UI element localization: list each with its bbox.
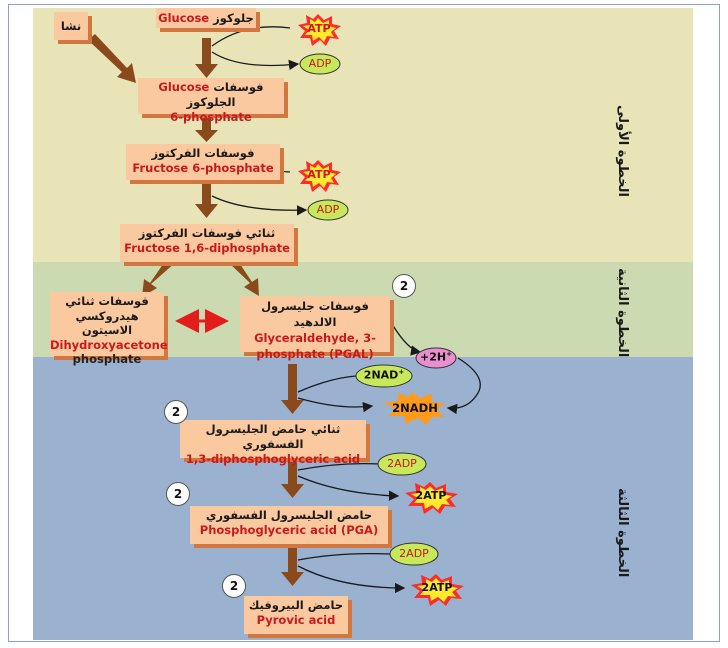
- adp-oval-3: [377, 452, 427, 476]
- arrow-pgal-dpga: [281, 364, 304, 414]
- dhap-ar1: فوسفات ثنائي: [65, 294, 149, 308]
- nad-oval: [355, 364, 413, 388]
- f16dp-ar: ثنائي فوسفات الفركتوز: [138, 226, 276, 240]
- f16dp-en: Fructose 1,6-diphosphate: [124, 241, 290, 255]
- pga-count-badge: 2: [166, 482, 190, 506]
- arrow-dpga-pga: [281, 462, 304, 498]
- g6p-en1: Glucose: [158, 80, 210, 94]
- atp-label-4: 2ATP: [421, 581, 453, 594]
- nadh-burst: [384, 392, 446, 425]
- dpga-count-badge: 2: [164, 400, 188, 424]
- arrow-pga-pyruvic: [281, 548, 304, 586]
- pgal-count-badge: 2: [392, 274, 416, 298]
- curve-atp1-adp1: [211, 26, 291, 47]
- pyruvic-count-badge: 2: [222, 574, 246, 598]
- pgal-box: فوسفات جليسرول الالدهيد Glyceraldehyde, …: [240, 296, 390, 361]
- g6p-box: Glucose فوسفات الجلوكوز 6-phosphate: [138, 78, 284, 124]
- pyruvic-en: Pyrovic acid: [256, 613, 336, 627]
- atp-label-3: 2ATP: [415, 489, 447, 502]
- glucose-ar: جلوكوز: [213, 11, 254, 25]
- arrow-f16dp-dhap: [142, 257, 176, 297]
- adp-label-1: ADP: [308, 57, 332, 70]
- g6p-en2: 6-phosphate: [170, 110, 252, 124]
- stage-2-label: الخطوة الثانية: [615, 268, 630, 358]
- nad-sup: +: [398, 368, 405, 376]
- atp-label-2: ATP: [307, 168, 331, 181]
- nadh-label: 2NADH: [392, 401, 438, 415]
- adp-label-4: 2ADP: [399, 547, 429, 560]
- pgal-en2: phosphate (PGAL): [256, 347, 374, 361]
- arrow-starch-g6p: [88, 34, 136, 83]
- dhap-ar2: هيدروكسي الاسيتون: [75, 308, 139, 338]
- atp-burst-3: [405, 482, 458, 514]
- pga-box: حامض الجليسرول الفسفوري Phosphoglyceric …: [190, 506, 388, 544]
- arrow-glucose-g6p: [195, 38, 218, 78]
- h-sup: +: [446, 350, 452, 358]
- f6p-en: Fructose 6-phosphate: [132, 161, 274, 175]
- arrow-f16dp-pgal: [228, 258, 259, 296]
- atp-label-1: ATP: [307, 22, 331, 35]
- f6p-box: فوسفات الفركتوز Fructose 6-phosphate: [126, 144, 280, 180]
- h-label: +2H+: [418, 350, 454, 364]
- g6p-ar: فوسفات الجلوكوز: [186, 80, 264, 109]
- dpga-en: 1,3-diphosphoglyceric acid: [185, 452, 361, 466]
- brown-arrow-group: [88, 34, 304, 586]
- dhap-box: فوسفات ثنائي هيدروكسي الاسيتون Dihydroxy…: [50, 292, 168, 366]
- adp-oval-1: [299, 53, 341, 75]
- h-oval: [415, 347, 457, 369]
- dhap-en1: Dihydroxyacetone: [50, 337, 168, 352]
- f6p-ar: فوسفات الفركتوز: [151, 146, 255, 160]
- adp-oval-2: [307, 199, 349, 221]
- adp-label-2: ADP: [316, 203, 340, 216]
- pyruvic-ar: حامض البيروفيك: [248, 598, 344, 612]
- h-text: +2H: [420, 350, 447, 364]
- atp-burst-2: [298, 160, 341, 192]
- starch-box: نشا: [54, 12, 88, 40]
- stage-3-label: الخطوة الثالثة: [615, 488, 630, 578]
- adp-oval-4: [389, 542, 439, 566]
- stage-1-panel: [33, 8, 693, 262]
- glucose-en: Glucose: [158, 11, 210, 25]
- atp-burst-1: [298, 14, 341, 46]
- g6p-line1: Glucose فوسفات الجلوكوز: [138, 80, 284, 110]
- dpga-ar: ثنائي حامض الجليسرول الفسفوري: [205, 422, 341, 451]
- arrow-g6p-f6p: [195, 114, 218, 142]
- pga-en: Phosphoglyceric acid (PGA): [199, 523, 379, 537]
- nad-text: 2NAD: [363, 368, 399, 382]
- f16dp-box: ثنائي فوسفات الفركتوز Fructose 1,6-dipho…: [120, 224, 294, 262]
- glucose-box: Glucose جلوكوز: [156, 8, 256, 28]
- nad-label: 2NAD+: [360, 368, 408, 382]
- arrow-f6p-f16dp: [195, 180, 218, 218]
- pgal-en1: Glyceraldehyde, 3-: [254, 331, 376, 345]
- dpga-box: ثنائي حامض الجليسرول الفسفوري 1,3-diphos…: [180, 420, 366, 466]
- pga-ar: حامض الجليسرول الفسفوري: [205, 508, 373, 522]
- atp-burst-4: [411, 574, 464, 606]
- pgal-ar: فوسفات جليسرول الالدهيد: [261, 299, 369, 329]
- dhap-en2: phosphate: [72, 352, 142, 366]
- adp-label-3: 2ADP: [387, 457, 417, 470]
- stage-1-label: الخطوة الأولى: [615, 105, 630, 197]
- starch-ar: نشا: [60, 19, 82, 33]
- pyruvic-box: حامض البيروفيك Pyrovic acid: [244, 596, 348, 634]
